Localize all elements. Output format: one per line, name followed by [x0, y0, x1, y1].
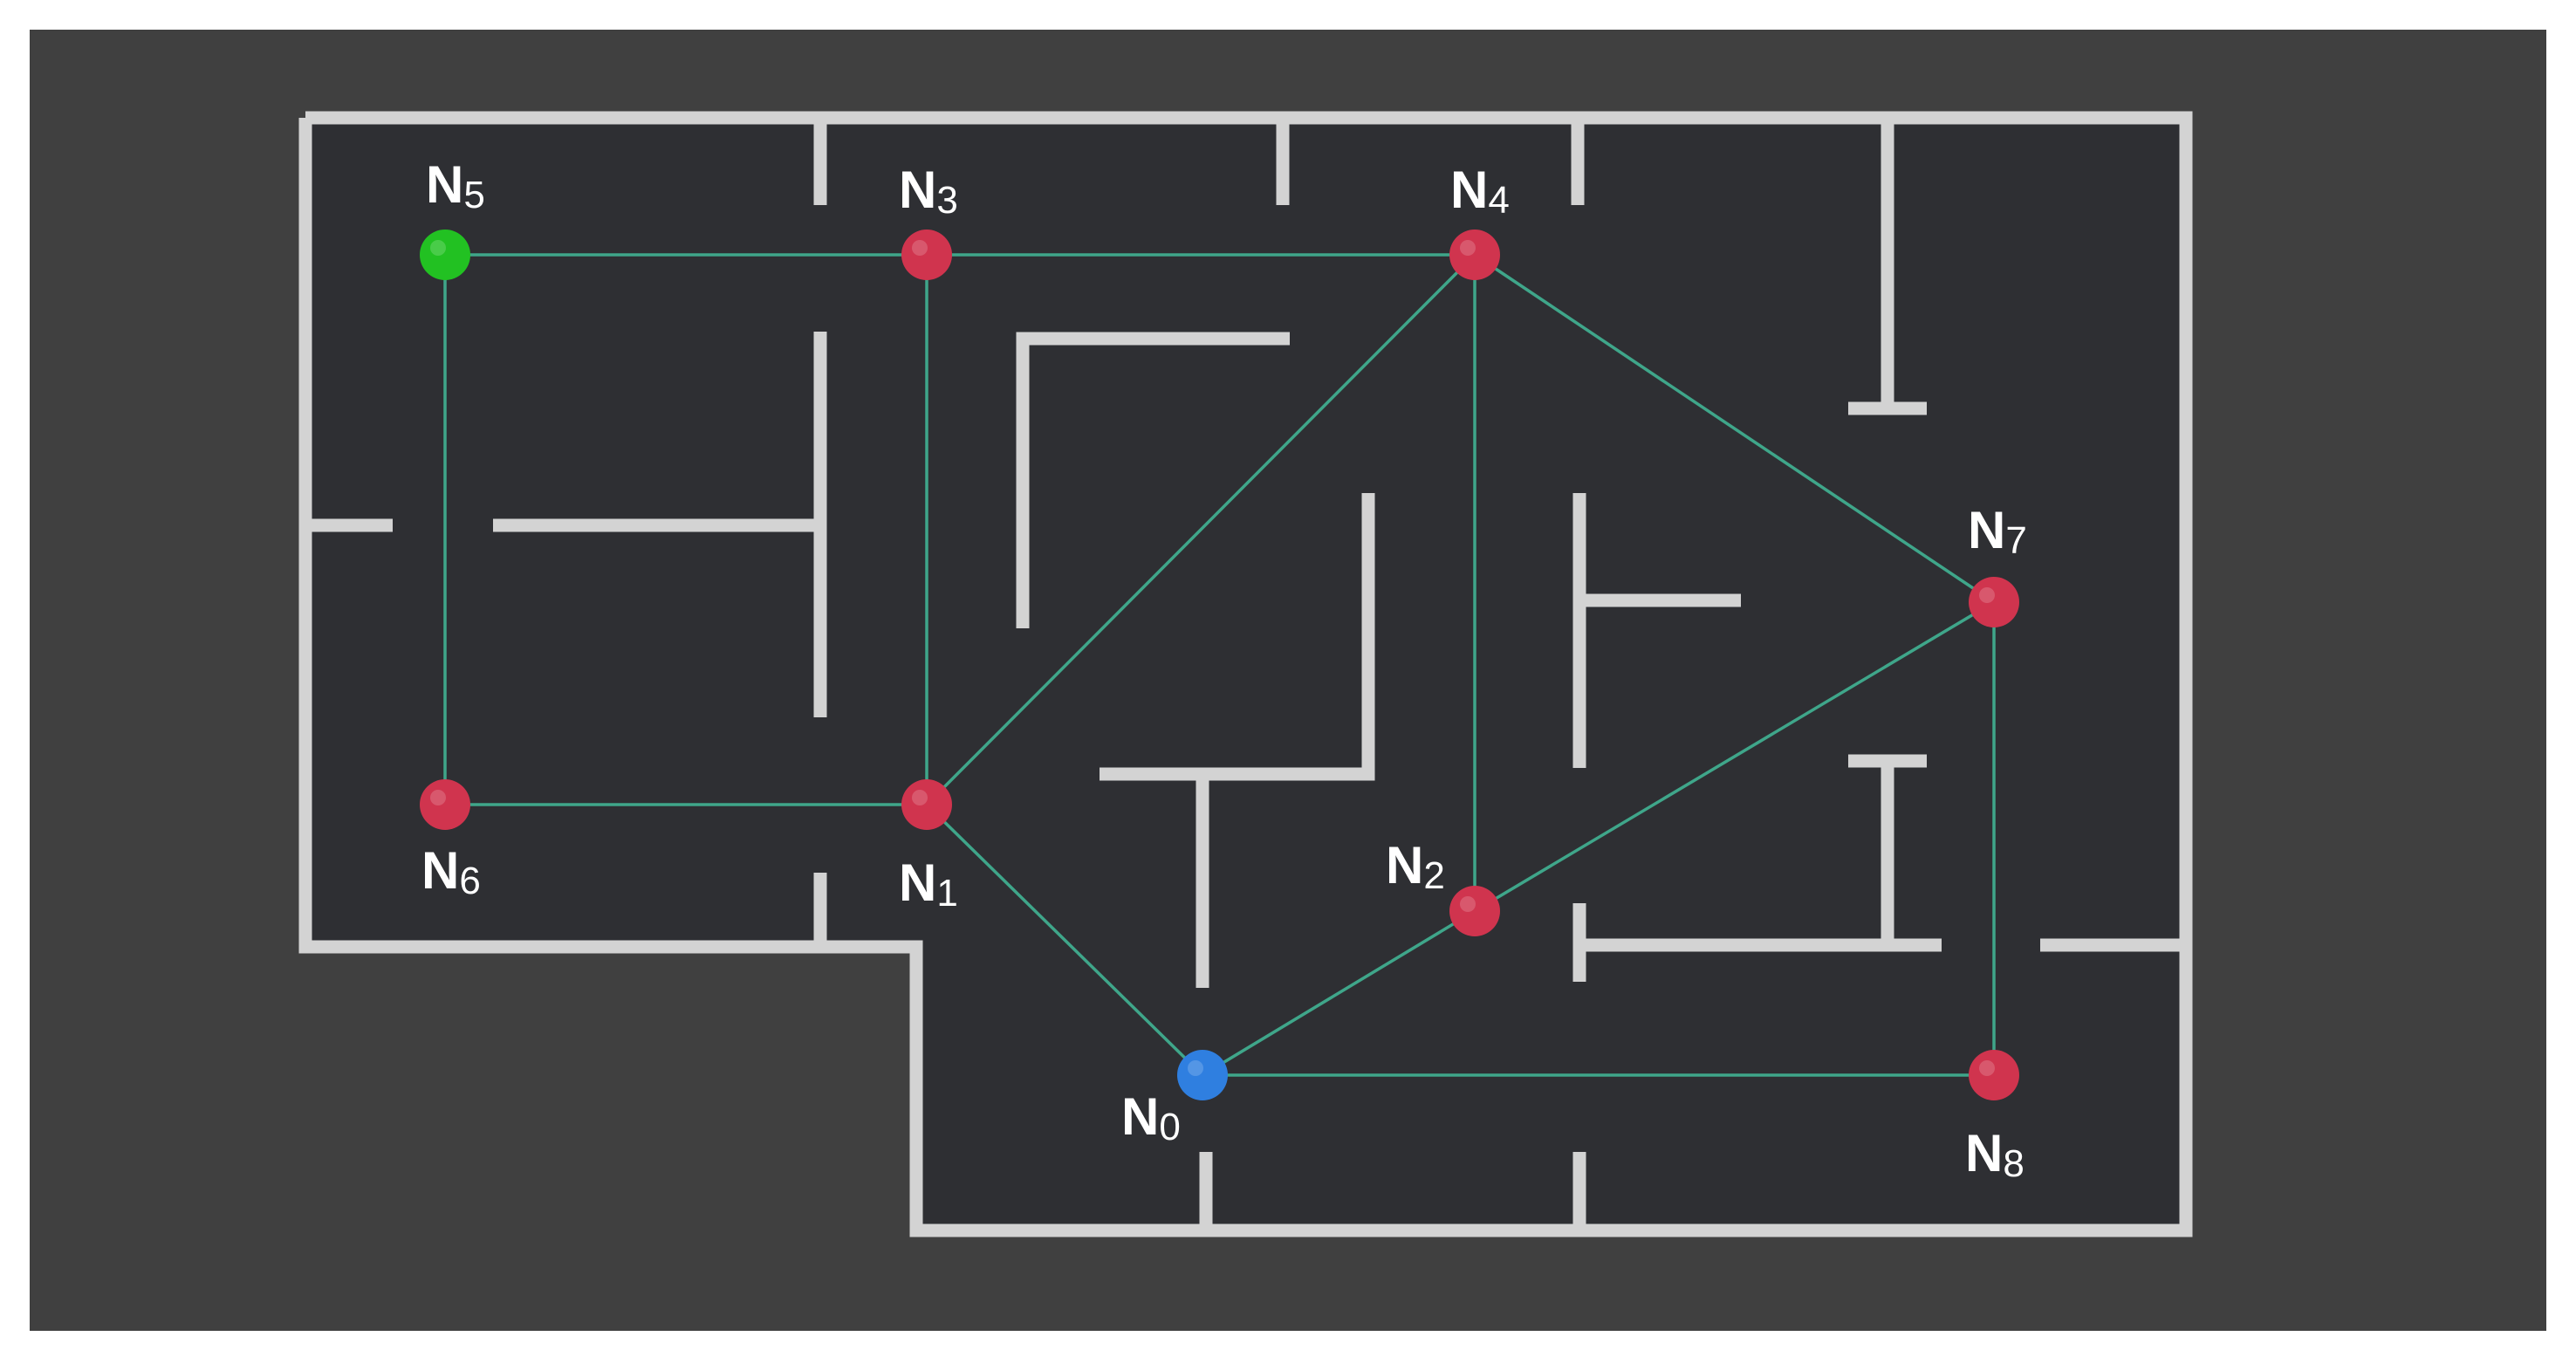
wall-segment	[1016, 332, 1290, 628]
node-label-main: N	[899, 161, 936, 219]
node-highlight	[430, 240, 446, 256]
node-highlight	[1460, 240, 1476, 256]
node-label-n3: N3	[899, 161, 958, 222]
edge-n1-n4	[925, 253, 1476, 806]
node-label-n2: N2	[1386, 836, 1445, 897]
node-label-subscript: 6	[459, 860, 480, 902]
node-label-n7: N7	[1968, 501, 2027, 562]
graph-edges	[443, 253, 1996, 1077]
node-highlight	[912, 790, 928, 805]
node-label-main: N	[1386, 836, 1423, 894]
node-n2	[1449, 886, 1500, 936]
node-label-n1: N1	[899, 853, 958, 915]
node-n6	[420, 779, 470, 830]
node-label-main: N	[1450, 161, 1488, 219]
node-label-n8: N8	[1965, 1124, 2024, 1185]
node-label-subscript: 4	[1488, 179, 1509, 222]
node-label-subscript: 0	[1159, 1106, 1180, 1148]
node-highlight	[1460, 896, 1476, 912]
node-n7	[1969, 577, 2019, 627]
node-label-main: N	[1965, 1124, 2003, 1182]
node-n0	[1177, 1050, 1228, 1100]
edge-n2-n7	[1474, 600, 1995, 913]
node-n3	[901, 230, 952, 280]
edge-n4-n7	[1474, 253, 1995, 604]
node-label-n5: N5	[426, 155, 485, 216]
node-label-main: N	[426, 155, 463, 214]
node-n4	[1449, 230, 1500, 280]
node-n5	[420, 230, 470, 280]
graph-nodes	[420, 230, 2019, 1100]
node-highlight	[1979, 587, 1995, 603]
node-label-subscript: 3	[936, 179, 957, 222]
node-label-subscript: 1	[936, 872, 957, 915]
node-label-n4: N4	[1450, 161, 1510, 222]
node-highlight	[912, 240, 928, 256]
node-label-subscript: 8	[2003, 1142, 2024, 1185]
node-label-main: N	[1121, 1087, 1159, 1146]
node-label-subscript: 7	[2005, 519, 2026, 562]
node-label-n6: N6	[421, 841, 481, 902]
edge-n0-n2	[1202, 909, 1476, 1077]
outer-wall	[298, 111, 2193, 1237]
node-n8	[1969, 1050, 2019, 1100]
node-highlight	[1188, 1060, 1203, 1076]
node-label-subscript: 2	[1423, 854, 1444, 897]
walls	[298, 111, 2193, 1237]
building-floor	[305, 118, 2186, 1230]
node-n1	[901, 779, 952, 830]
node-highlight	[430, 790, 446, 805]
node-label-n0: N0	[1121, 1087, 1181, 1148]
wall-segment	[1100, 493, 1375, 781]
node-label-main: N	[421, 841, 459, 900]
node-label-subscript: 5	[463, 174, 484, 216]
node-label-main: N	[1968, 501, 2005, 559]
node-highlight	[1979, 1060, 1995, 1076]
node-label-main: N	[899, 853, 936, 912]
edge-n1-n0	[925, 803, 1204, 1077]
